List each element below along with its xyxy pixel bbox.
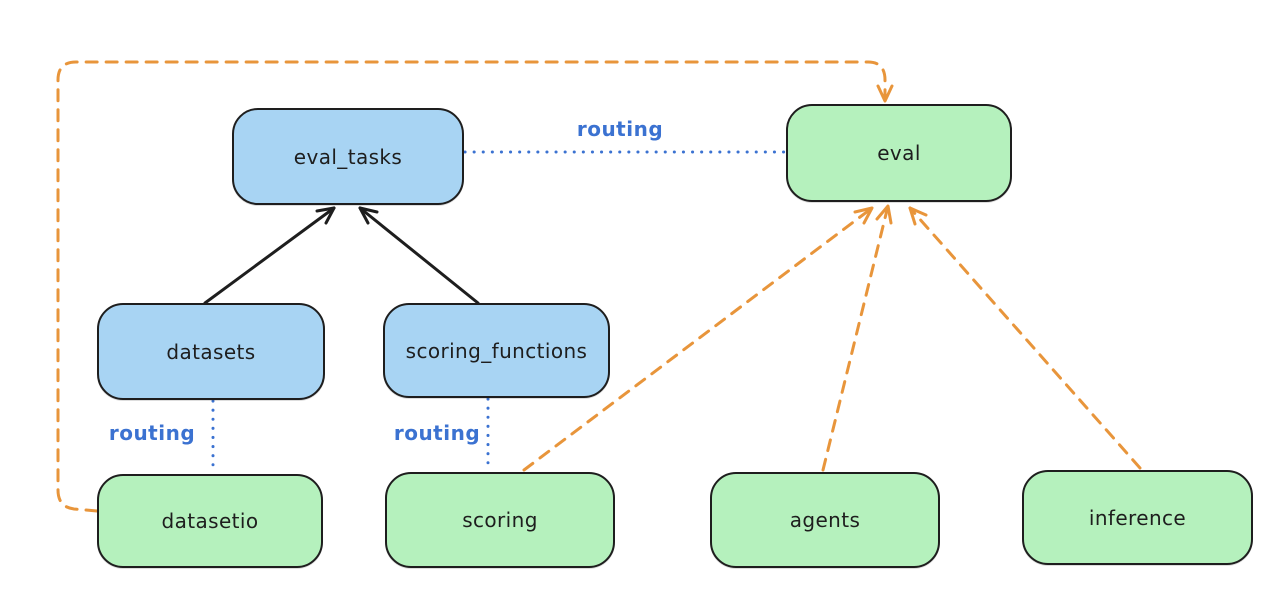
edge-line bbox=[821, 204, 890, 472]
arrowhead-icon bbox=[875, 204, 893, 225]
node-agents: agents bbox=[710, 472, 940, 568]
edge-line bbox=[203, 206, 336, 305]
edge-line bbox=[358, 206, 480, 305]
node-label: eval_tasks bbox=[293, 144, 403, 169]
arrowhead-icon bbox=[908, 206, 928, 226]
node-label: scoring_functions bbox=[405, 338, 588, 363]
node-eval: eval bbox=[786, 104, 1012, 202]
edge-line bbox=[522, 206, 874, 472]
edge-line bbox=[908, 206, 1142, 470]
edge-scoring-to-eval bbox=[522, 206, 874, 472]
arrowhead-icon bbox=[853, 206, 874, 225]
node-label: datasetio bbox=[161, 509, 259, 533]
node-label: inference bbox=[1088, 505, 1187, 530]
arrowhead-icon bbox=[358, 206, 379, 225]
arrowhead-icon bbox=[876, 84, 894, 103]
node-label: agents bbox=[789, 508, 861, 532]
node-label: datasets bbox=[166, 339, 256, 364]
edge-agents-to-eval bbox=[821, 204, 893, 472]
routing-label-datasets-datasetio: routing bbox=[108, 421, 196, 445]
edge-inference-to-eval bbox=[908, 206, 1142, 470]
arrowhead-icon bbox=[315, 206, 336, 225]
node-scoring: scoring bbox=[385, 472, 615, 568]
routing-label-scoring_functions-scoring: routing bbox=[393, 421, 481, 445]
edge-datasetio-to-eval bbox=[56, 60, 894, 513]
node-eval_tasks: eval_tasks bbox=[232, 108, 464, 205]
node-label: scoring bbox=[462, 508, 538, 532]
node-label: eval bbox=[877, 141, 921, 165]
node-datasets: datasets bbox=[97, 303, 325, 400]
node-inference: inference bbox=[1022, 470, 1253, 565]
edge-datasets-to-eval_tasks bbox=[203, 206, 336, 305]
node-scoring_functions: scoring_functions bbox=[383, 303, 610, 398]
edge-scoring_functions-to-eval_tasks bbox=[358, 206, 480, 305]
routing-label-eval_tasks-eval: routing bbox=[576, 117, 664, 141]
node-datasetio: datasetio bbox=[97, 474, 323, 568]
